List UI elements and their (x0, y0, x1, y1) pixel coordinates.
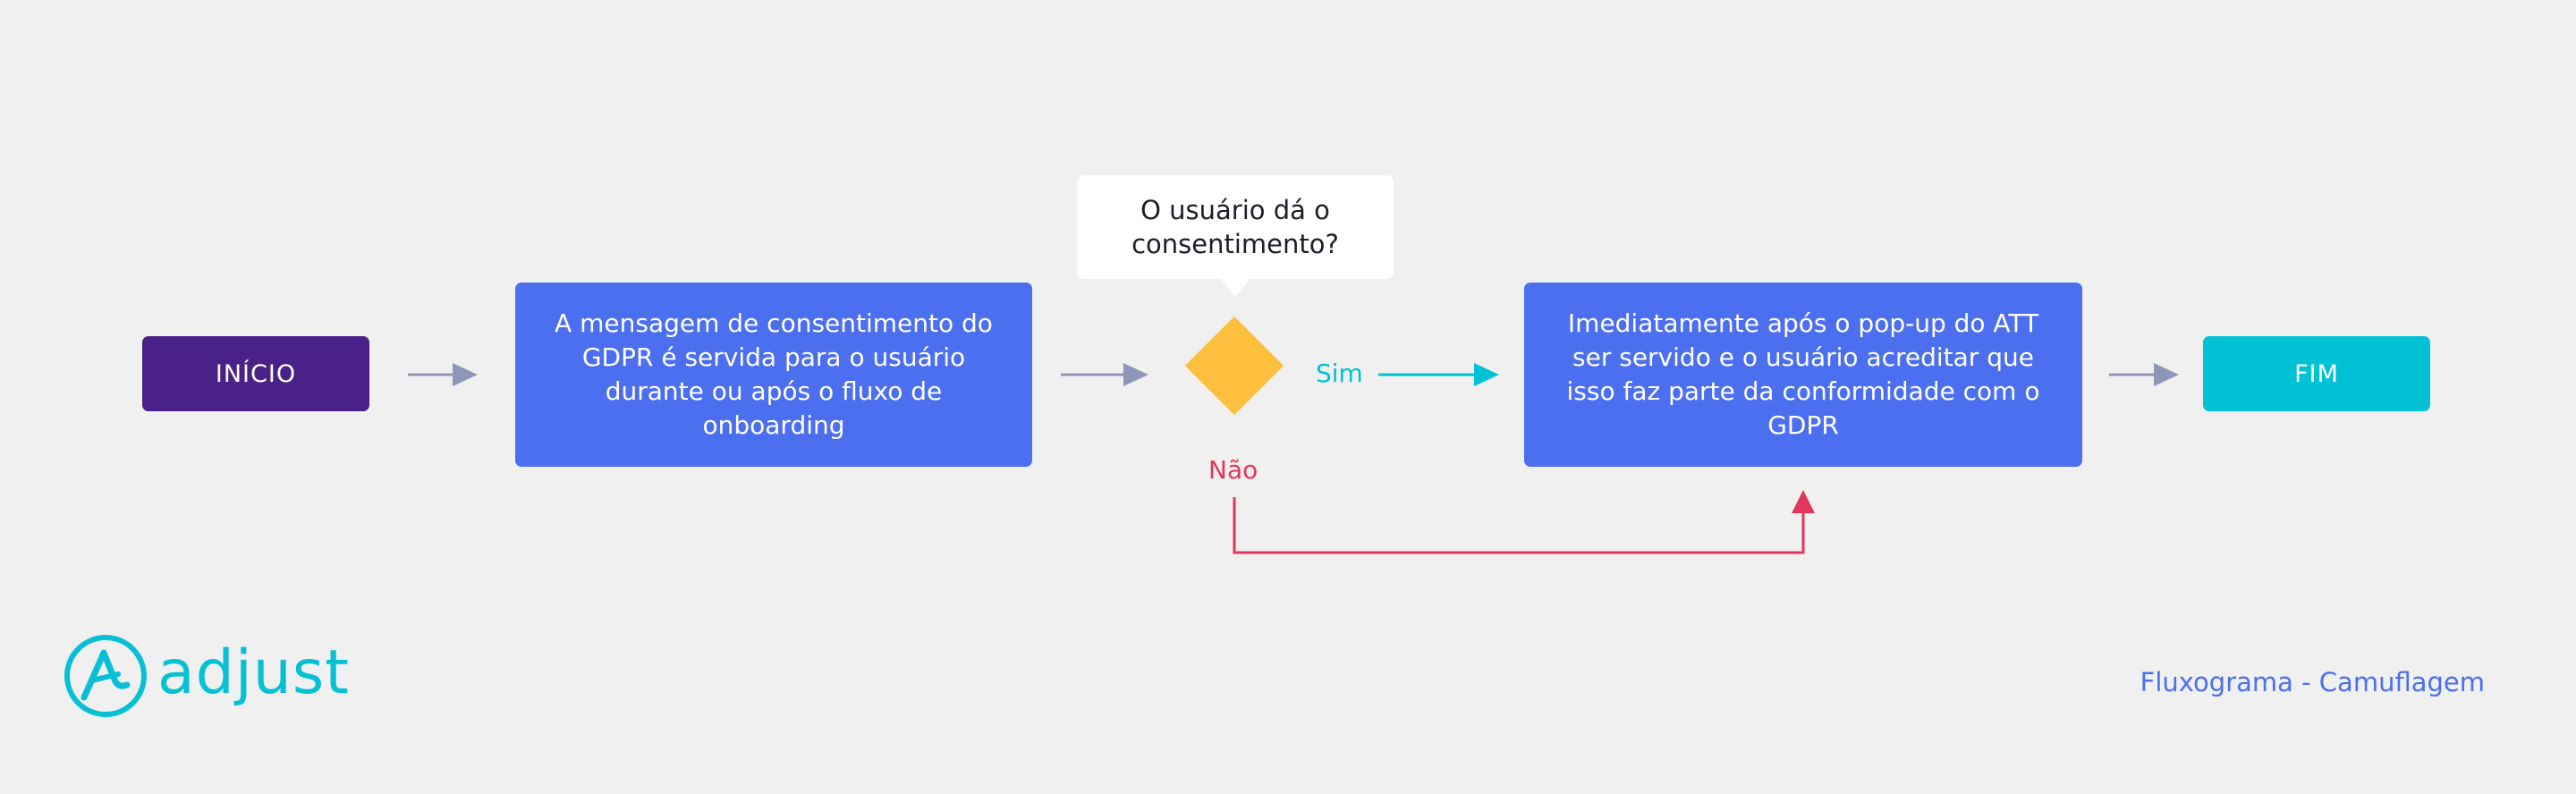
arrow-yes-to-step2 (1378, 363, 1499, 386)
start-label: INÍCIO (215, 359, 297, 388)
adjust-logo: adjust (63, 633, 350, 719)
diagram-caption: Fluxograma - Camuflagem (2140, 667, 2485, 697)
process-step-att-popup-text: Imediatamente após o pop-up do ATT ser s… (1566, 308, 2040, 440)
process-step-consent-message: A mensagem de consentimento do GDPR é se… (515, 283, 1032, 467)
arrow-step2-to-end (2109, 363, 2179, 386)
adjust-logo-icon (64, 635, 147, 717)
no-branch-label: Não (1208, 455, 1258, 485)
arrow-step1-to-decision (1061, 363, 1148, 386)
yes-branch-label: Sim (1316, 359, 1363, 388)
adjust-logo-text: adjust (157, 638, 350, 708)
decision-question-text: O usuário dá o consentimento? (1131, 195, 1339, 259)
start-node: INÍCIO (142, 336, 369, 411)
process-step-consent-message-text: A mensagem de consentimento do GDPR é se… (555, 308, 993, 440)
end-label: FIM (2294, 359, 2339, 388)
decision-question-bubble: O usuário dá o consentimento? (1077, 175, 1394, 297)
arrow-start-to-step1 (408, 363, 478, 386)
end-node: FIM (2203, 336, 2430, 411)
arrow-no-to-step2 (1233, 490, 1815, 554)
process-step-att-popup: Imediatamente após o pop-up do ATT ser s… (1524, 283, 2082, 467)
